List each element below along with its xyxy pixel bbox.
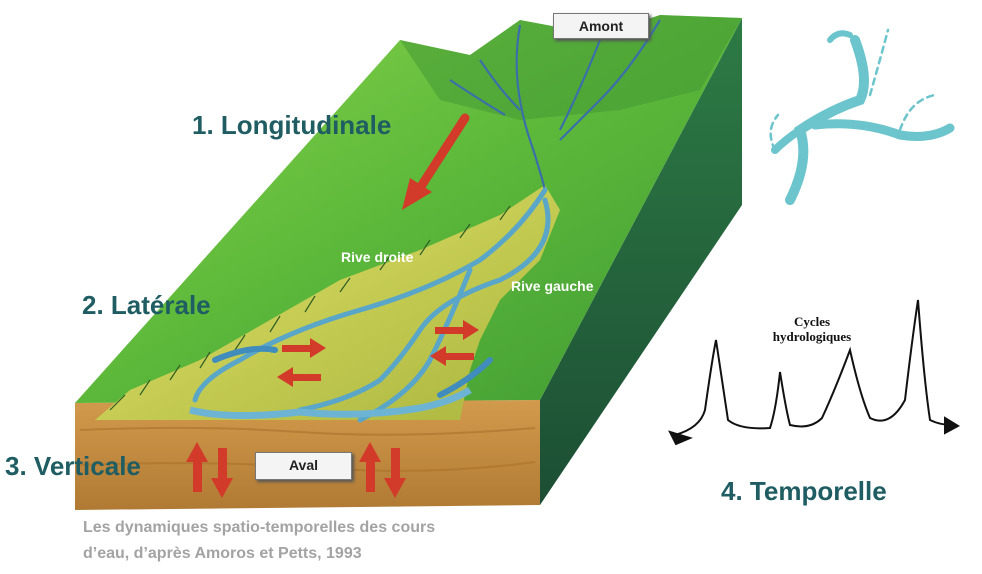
vertical-arrows [186,442,406,498]
temporal-label: 4. Temporelle [721,476,887,506]
caption-line2: d’eau, d’après Amoros et Petts, 1993 [83,545,362,562]
mountain-ridge [400,15,742,120]
amont-tag: Amont [553,13,649,39]
figure-caption: Les dynamiques spatio-temporelles des co… [83,515,553,567]
lateral-label: 2. Latérale [82,290,211,320]
aval-tag: Aval [255,452,352,480]
longitudinal-label: 1. Longitudinale [192,110,392,140]
block-top-surface [75,15,742,403]
terrace-hatch [109,205,511,411]
lateral-arrows [277,320,479,387]
oxbow-lakes [212,345,493,398]
vertical-label: 3. Verticale [5,451,141,481]
aval-label: Aval [288,457,319,473]
amont-label: Amont [578,18,624,34]
river-network-icon [769,28,955,205]
longitudinal-arrow [402,113,470,210]
hydrograph [668,299,961,446]
tributary-network [449,19,661,191]
cycles-line2: hydrologiques [772,329,852,344]
right-bank-label: Rive droite [341,249,414,265]
block-side-face [540,18,742,505]
left-bank-label: Rive gauche [511,278,594,294]
caption-line1: Les dynamiques spatio-temporelles des co… [83,519,436,536]
cycles-line1: Cycles [793,314,831,329]
river-front-cut [189,386,472,420]
river-channels [192,187,551,423]
hydrologic-cycles-label: Cycles hydrologiques [742,314,882,344]
